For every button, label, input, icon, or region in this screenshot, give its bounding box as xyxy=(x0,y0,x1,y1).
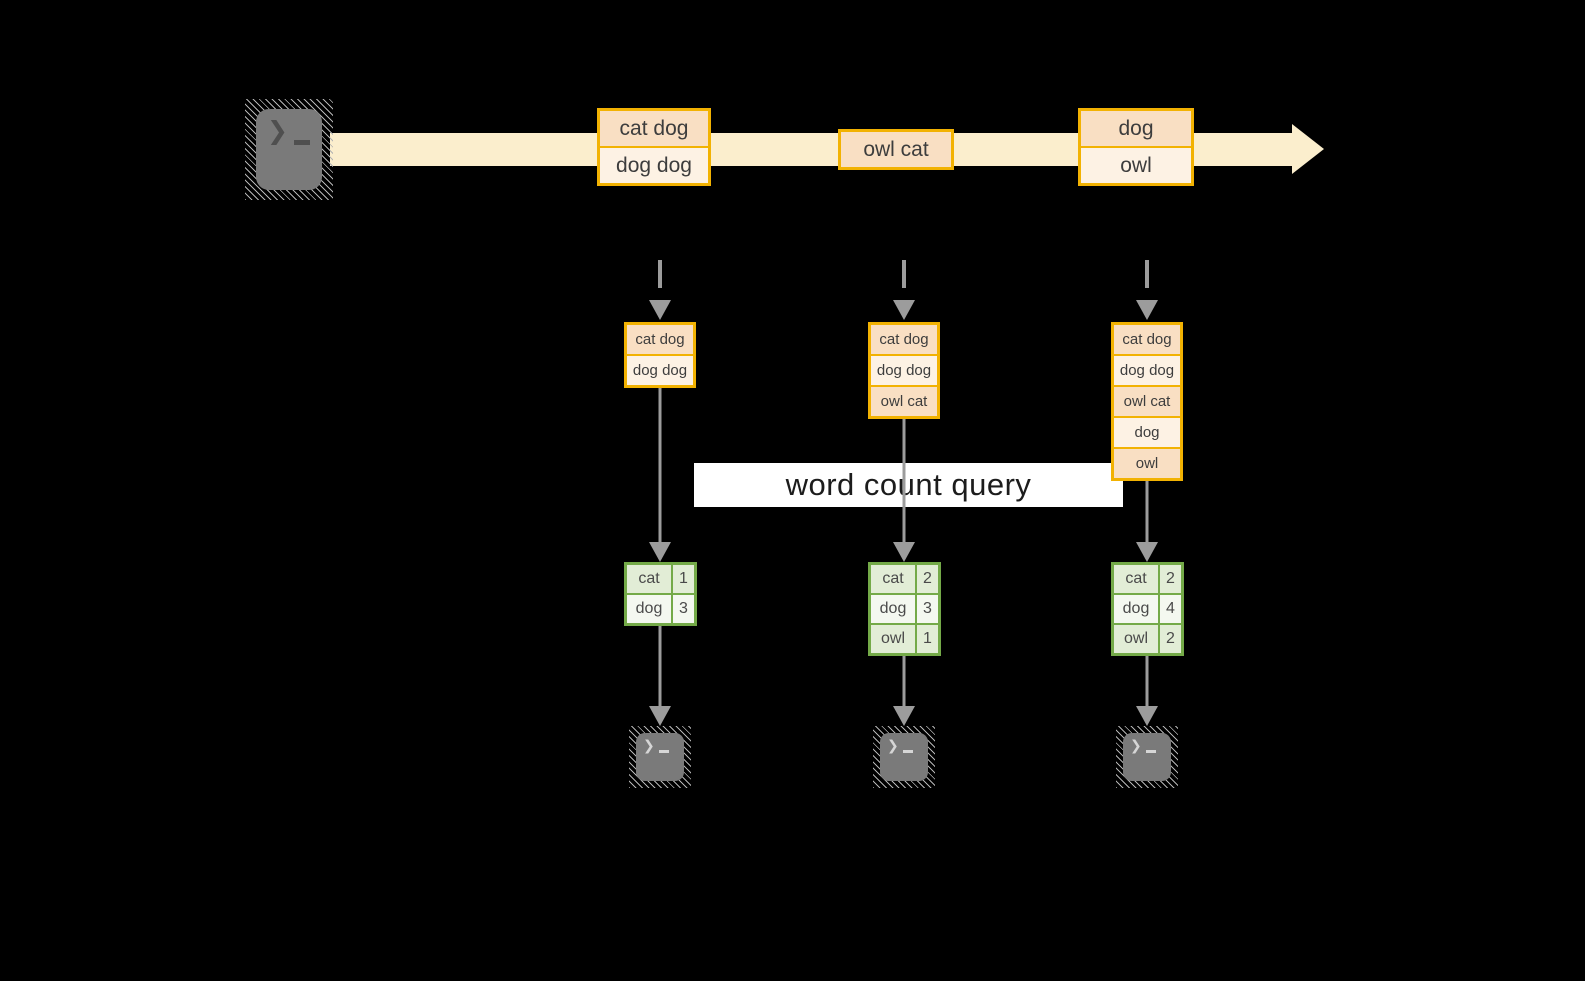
count-table-2: cat 2 dog 3 owl 1 xyxy=(868,562,941,656)
word-cell: cat xyxy=(1114,565,1158,593)
arrow-stem xyxy=(902,656,906,710)
input-state-2: cat dog dog dog owl cat xyxy=(868,322,940,419)
event-batch-1: cat dog dog dog xyxy=(597,108,711,186)
table-row: dog 3 xyxy=(871,595,938,623)
count-table-3: cat 2 dog 4 owl 2 xyxy=(1111,562,1184,656)
arrowhead-icon xyxy=(1136,706,1158,726)
source-terminal-icon: ❯ xyxy=(245,99,333,200)
table-row: owl 2 xyxy=(1114,625,1181,653)
dashed-arrowhead-icon xyxy=(649,300,671,320)
stream-arrowhead-icon xyxy=(1292,124,1324,174)
terminal-cursor-icon xyxy=(1146,750,1156,753)
table-row: cat 2 xyxy=(1114,565,1181,593)
terminal-screen: ❯ xyxy=(1123,733,1171,781)
table-row: dog 4 xyxy=(1114,595,1181,623)
state-line: owl cat xyxy=(871,387,937,416)
count-table-1: cat 1 dog 3 xyxy=(624,562,697,626)
arrow-stem xyxy=(658,626,662,710)
state-line: cat dog xyxy=(627,325,693,354)
word-cell: cat xyxy=(871,565,915,593)
count-cell: 1 xyxy=(673,565,694,593)
arrowhead-icon xyxy=(893,706,915,726)
sink-terminal-icon: ❯ xyxy=(1116,726,1178,788)
query-label: word count query xyxy=(785,467,1032,502)
sink-terminal-icon: ❯ xyxy=(629,726,691,788)
arrowhead-icon xyxy=(649,542,671,562)
dashed-arrow-icon xyxy=(658,260,662,288)
dashed-arrow-icon xyxy=(1145,260,1149,288)
word-cell: dog xyxy=(871,595,915,623)
terminal-prompt-icon: ❯ xyxy=(267,117,288,145)
input-state-3: cat dog dog dog owl cat dog owl xyxy=(1111,322,1183,481)
table-row: dog 3 xyxy=(627,595,694,623)
state-line: dog dog xyxy=(627,356,693,385)
arrow-stem xyxy=(902,419,906,546)
terminal-prompt-icon: ❯ xyxy=(643,737,655,753)
terminal-screen: ❯ xyxy=(880,733,928,781)
terminal-cursor-icon xyxy=(659,750,669,753)
state-line: dog dog xyxy=(871,356,937,385)
dashed-arrow-icon xyxy=(902,260,906,288)
arrowhead-icon xyxy=(893,542,915,562)
arrow-stem xyxy=(1145,481,1149,546)
word-cell: dog xyxy=(1114,595,1158,623)
word-cell: dog xyxy=(627,595,671,623)
query-label-band: word count query xyxy=(694,463,1123,507)
state-line: dog xyxy=(1114,418,1180,447)
input-state-1: cat dog dog dog xyxy=(624,322,696,388)
state-line: cat dog xyxy=(871,325,937,354)
terminal-screen: ❯ xyxy=(636,733,684,781)
arrow-stem xyxy=(658,388,662,546)
state-line: owl cat xyxy=(1114,387,1180,416)
event-line: dog xyxy=(1081,111,1191,146)
terminal-cursor-icon xyxy=(294,140,310,145)
event-batch-2: owl cat xyxy=(838,129,954,170)
event-line: owl cat xyxy=(841,132,951,167)
dashed-arrowhead-icon xyxy=(893,300,915,320)
dashed-arrowhead-icon xyxy=(1136,300,1158,320)
table-row: cat 1 xyxy=(627,565,694,593)
event-line: owl xyxy=(1081,148,1191,183)
sink-terminal-icon: ❯ xyxy=(873,726,935,788)
arrow-stem xyxy=(1145,656,1149,710)
word-cell: owl xyxy=(1114,625,1158,653)
table-row: cat 2 xyxy=(871,565,938,593)
table-row: owl 1 xyxy=(871,625,938,653)
arrowhead-icon xyxy=(649,706,671,726)
arrowhead-icon xyxy=(1136,542,1158,562)
terminal-cursor-icon xyxy=(903,750,913,753)
count-cell: 1 xyxy=(917,625,938,653)
word-cell: owl xyxy=(871,625,915,653)
event-line: cat dog xyxy=(600,111,708,146)
event-line: dog dog xyxy=(600,148,708,183)
count-cell: 3 xyxy=(673,595,694,623)
state-line: owl xyxy=(1114,449,1180,478)
count-cell: 3 xyxy=(917,595,938,623)
count-cell: 2 xyxy=(1160,565,1181,593)
terminal-prompt-icon: ❯ xyxy=(887,737,899,753)
event-batch-3: dog owl xyxy=(1078,108,1194,186)
terminal-screen: ❯ xyxy=(256,109,322,190)
word-cell: cat xyxy=(627,565,671,593)
count-cell: 2 xyxy=(917,565,938,593)
terminal-prompt-icon: ❯ xyxy=(1130,737,1142,753)
count-cell: 4 xyxy=(1160,595,1181,623)
state-line: cat dog xyxy=(1114,325,1180,354)
count-cell: 2 xyxy=(1160,625,1181,653)
state-line: dog dog xyxy=(1114,356,1180,385)
